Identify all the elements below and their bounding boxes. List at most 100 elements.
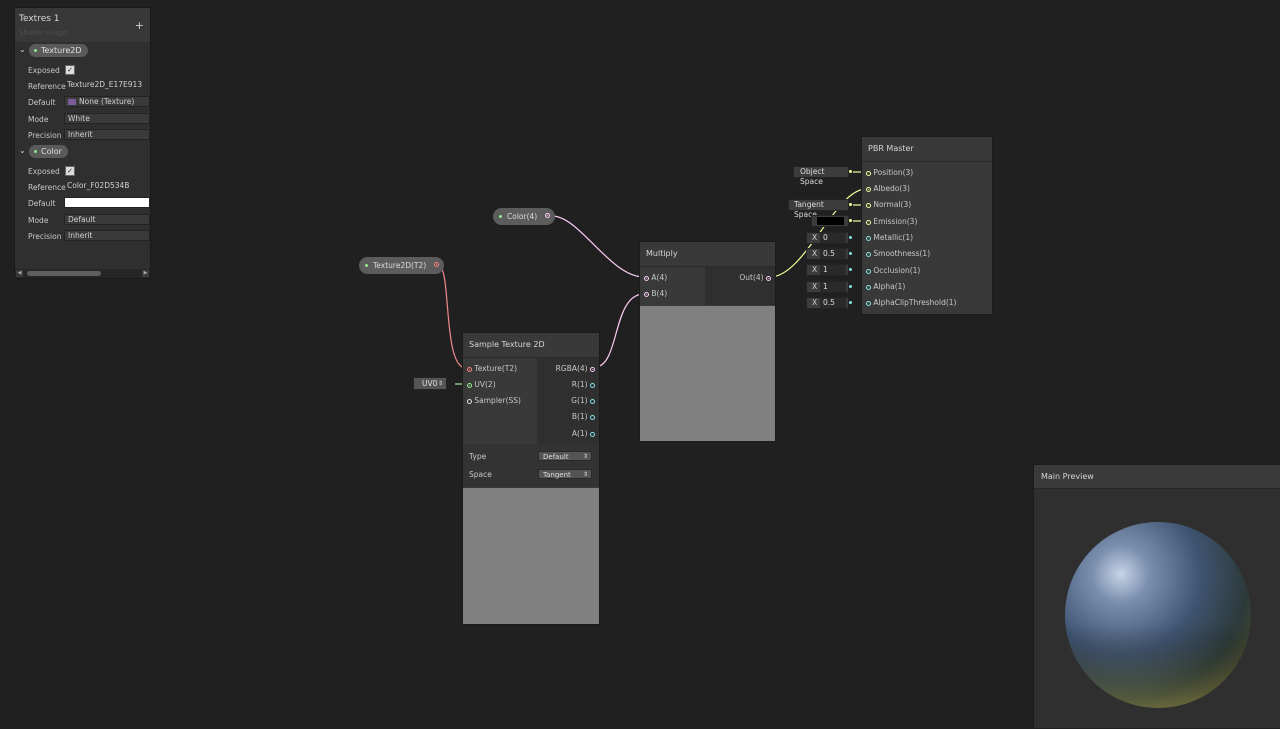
output-port[interactable] [590,382,595,388]
texture-property-node[interactable]: Texture2D(T2) [359,257,445,274]
output-port[interactable] [766,275,771,281]
input-ports [640,267,705,305]
default-texture-field[interactable]: None (Texture) [64,96,150,107]
input-port[interactable] [644,275,649,281]
occlusion-field[interactable]: X 1 [806,264,849,276]
exposed-checkbox[interactable]: ✓ [65,166,75,176]
pbr-master-node[interactable]: PBR Master Position(3) Albedo(3) Normal(… [861,136,993,315]
emission-color-swatch[interactable] [817,217,844,225]
input-port[interactable] [866,268,871,274]
output-ports [705,267,775,305]
alpha-field[interactable]: X 1 [806,281,849,293]
input-port[interactable] [866,235,871,241]
scroll-right-icon[interactable]: ▶ [142,270,149,277]
space-dropdown[interactable]: Tangent⇕ [538,469,592,479]
scrollbar-thumb[interactable] [27,271,101,276]
connector-dot [849,252,852,255]
multiply-node[interactable]: Multiply A(4) B(4) Out(4) [639,241,776,442]
precision-dropdown[interactable]: Inherit [64,129,150,140]
texture-icon [68,99,76,105]
output-port[interactable] [590,366,595,372]
reference-field[interactable]: Texture2D_E17E913 [67,80,143,89]
chevron-down-icon[interactable]: ⌄ [19,146,26,155]
output-port[interactable] [590,398,595,404]
scroll-left-icon[interactable]: ◀ [16,270,23,277]
output-g[interactable]: G(1) [571,394,595,408]
default-color-swatch[interactable] [64,197,150,208]
input-emission[interactable]: Emission(3) [866,215,917,229]
input-port[interactable] [866,251,871,257]
input-metallic[interactable]: Metallic(1) [866,231,913,245]
blackboard-property-texture2d[interactable]: ⌄ Texture2D [15,44,150,58]
metallic-field[interactable]: X 0 [806,232,849,244]
input-port[interactable] [644,291,649,297]
input-texture[interactable]: Texture(T2) [467,362,517,376]
input-alpha[interactable]: Alpha(1) [866,280,905,294]
main-preview-panel[interactable]: Main Preview [1033,464,1280,728]
output-r[interactable]: R(1) [572,378,595,392]
input-sampler[interactable]: Sampler(SS) [467,394,521,408]
output-port[interactable] [545,213,551,218]
input-port[interactable] [467,382,472,388]
property-pill-texture2d[interactable]: Texture2D [29,44,88,57]
output-port[interactable] [590,414,595,420]
node-header[interactable]: Multiply [640,242,775,267]
input-smoothness[interactable]: Smoothness(1) [866,247,930,261]
input-port[interactable] [866,284,871,290]
mode-dropdown[interactable]: White [64,113,150,124]
connector-dot [849,236,852,239]
output-port[interactable] [434,262,440,267]
node-header[interactable]: PBR Master [862,137,992,162]
output-out[interactable]: Out(4) [739,271,771,285]
input-port[interactable] [467,366,472,372]
input-port[interactable] [866,300,871,306]
main-preview-header[interactable]: Main Preview [1034,465,1280,489]
smoothness-field[interactable]: X 0.5 [806,248,849,260]
connector-dot [849,170,852,173]
input-port[interactable] [866,219,871,225]
add-property-button[interactable]: + [134,19,144,32]
preview-sphere[interactable] [1034,489,1280,729]
emission-color-field[interactable] [811,215,849,227]
node-header[interactable]: Sample Texture 2D [463,333,599,358]
texture-default-row: Default None (Texture) [15,96,150,109]
exposed-dot-icon [34,49,37,52]
input-port[interactable] [866,170,871,176]
alpha-clip-field[interactable]: X 0.5 [806,297,849,309]
reference-field[interactable]: Color_F02D534B [67,181,130,190]
blackboard-property-color[interactable]: ⌄ Color [15,145,150,159]
exposed-checkbox[interactable]: ✓ [65,65,75,75]
mode-dropdown[interactable]: Default [64,214,150,225]
input-position[interactable]: Position(3) [866,166,913,180]
type-dropdown[interactable]: Default⇕ [538,451,592,461]
precision-dropdown[interactable]: Inherit [64,230,150,241]
input-port[interactable] [866,202,871,208]
texture-precision-row: Precision Inherit [15,129,150,142]
output-rgba[interactable]: RGBA(4) [556,362,595,376]
connector-dot [849,203,852,206]
input-occlusion[interactable]: Occlusion(1) [866,264,920,278]
color-reference-row: Reference Color_F02D534B [15,181,150,194]
sample-texture-2d-node[interactable]: Sample Texture 2D Texture(T2) UV(2) Samp… [462,332,600,625]
input-alpha-clip[interactable]: AlphaClipThreshold(1) [866,296,956,310]
input-uv[interactable]: UV(2) [467,378,496,392]
texture-mode-row: Mode White [15,113,150,126]
normal-space-field[interactable]: Tangent Space [788,199,849,219]
property-pill-color[interactable]: Color [29,145,68,158]
input-b[interactable]: B(4) [644,287,667,301]
output-port[interactable] [590,431,595,437]
color-property-node[interactable]: Color(4) [493,208,556,225]
input-ports [463,358,537,444]
position-space-field[interactable]: Object Space [793,166,849,186]
chevron-down-icon[interactable]: ⌄ [19,45,26,54]
input-albedo[interactable]: Albedo(3) [866,182,910,196]
dropdown-arrow-icon: ⇕ [582,453,588,460]
horizontal-scrollbar[interactable]: ◀ ▶ [15,269,150,278]
input-port[interactable] [866,186,871,192]
input-port[interactable] [467,398,472,404]
input-a[interactable]: A(4) [644,271,667,285]
input-normal[interactable]: Normal(3) [866,198,911,212]
uv-channel-dropdown[interactable]: UV0 ⇕ [413,377,447,390]
output-a[interactable]: A(1) [572,427,595,441]
output-b[interactable]: B(1) [572,410,595,424]
